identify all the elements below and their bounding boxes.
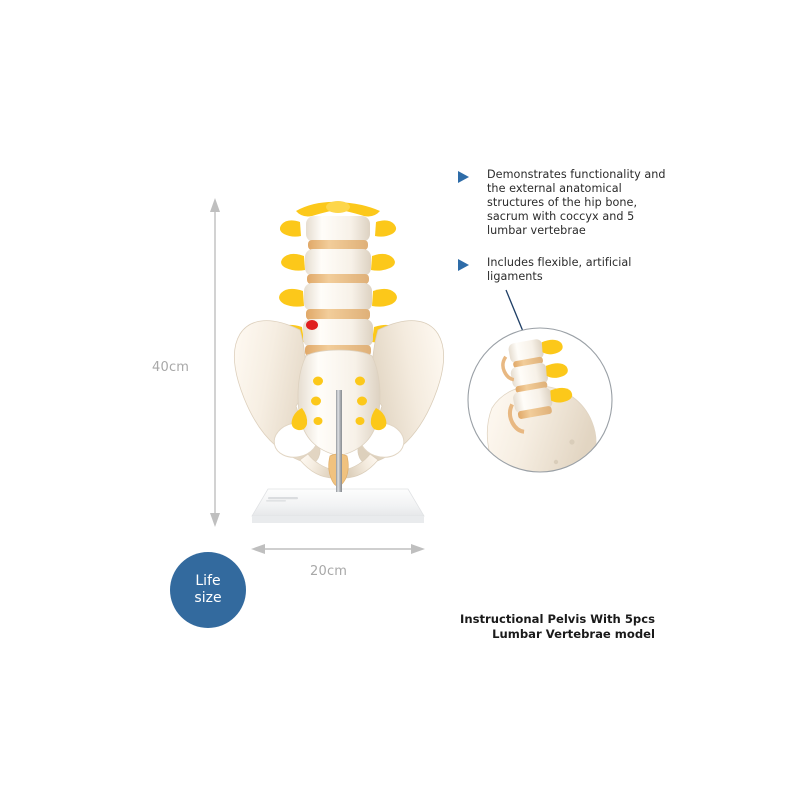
life-size-badge-line2: size xyxy=(194,590,222,606)
height-dimension-label: 40cm xyxy=(152,360,190,375)
feature-item: Includes flexible, artificial ligaments xyxy=(458,256,668,284)
product-title-line2: Lumbar Vertebrae model xyxy=(492,627,655,641)
triangle-bullet-icon xyxy=(458,171,469,183)
feature-item: Demonstrates functionality and the exter… xyxy=(458,168,668,238)
stand-logo-icon xyxy=(266,497,298,502)
width-dimension-arrow xyxy=(251,544,425,554)
inset-circle-border xyxy=(467,327,613,473)
vertebra-l2 xyxy=(281,249,395,284)
feature-item-text: Includes flexible, artificial ligaments xyxy=(487,256,632,283)
vertebra-l3 xyxy=(279,283,397,320)
feature-list: Demonstrates functionality and the exter… xyxy=(458,168,668,302)
height-dimension-arrow xyxy=(210,198,220,527)
red-marker-icon xyxy=(306,320,318,330)
width-dimension-label: 20cm xyxy=(310,564,348,579)
triangle-bullet-icon xyxy=(458,259,469,271)
feature-item-text: Demonstrates functionality and the exter… xyxy=(487,168,666,237)
life-size-badge: Life size xyxy=(170,552,246,628)
sacral-nerve-roots xyxy=(291,376,387,431)
vertebra-l1 xyxy=(279,216,397,250)
product-title: Instructional Pelvis With 5pcs Lumbar Ve… xyxy=(400,612,655,642)
product-title-line1: Instructional Pelvis With 5pcs xyxy=(460,612,655,626)
life-size-badge-line1: Life xyxy=(195,573,221,589)
detail-inset xyxy=(467,289,613,473)
